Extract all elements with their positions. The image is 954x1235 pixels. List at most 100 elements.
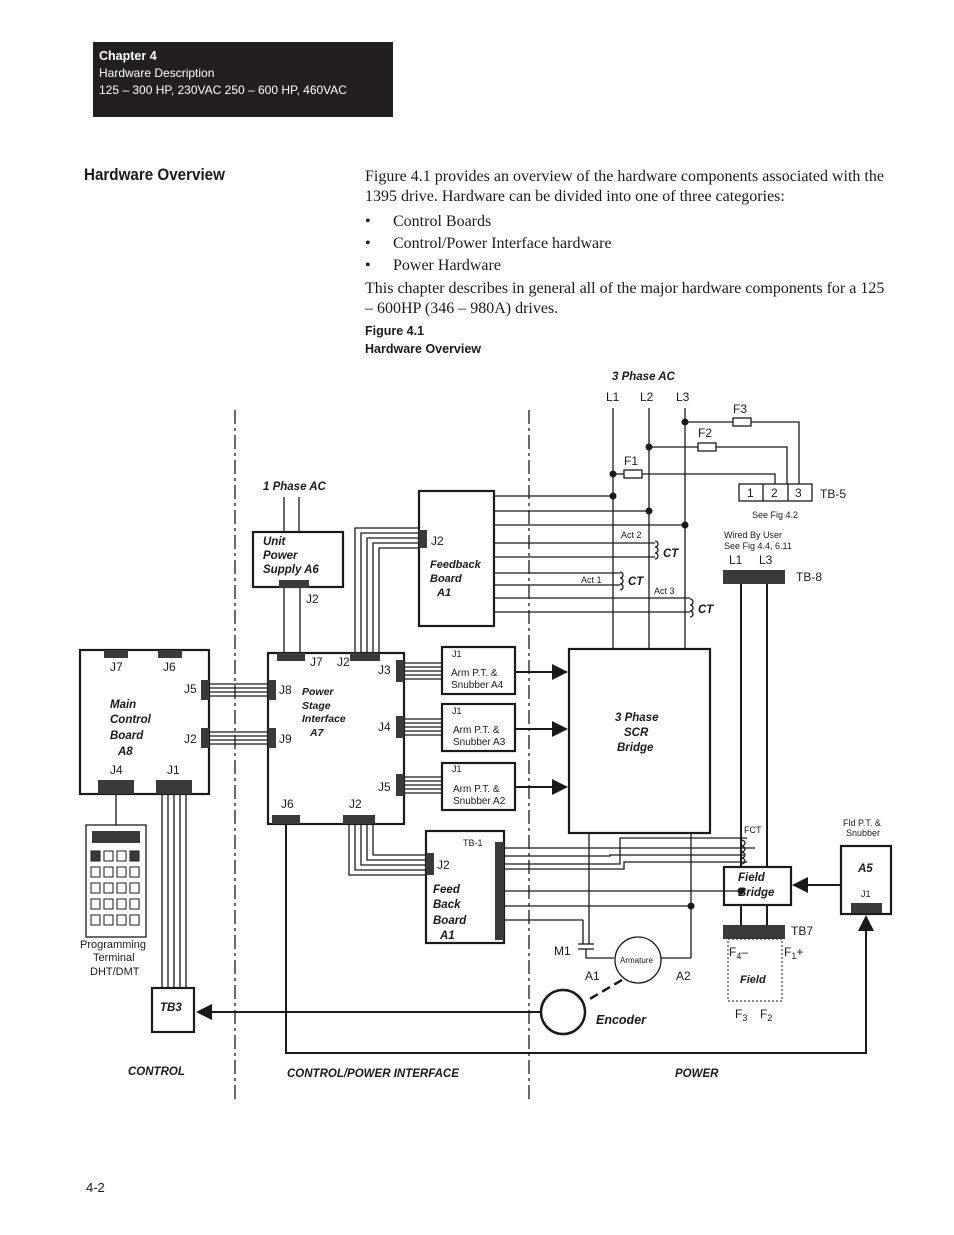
tb5-label: TB-5 [820, 487, 846, 501]
terminal-display [92, 831, 140, 843]
psi-j4-connector [396, 716, 404, 738]
current-transformer-coil [619, 571, 624, 591]
mcb-j5: J5 [184, 682, 197, 696]
ribbon-cable [209, 683, 268, 697]
page-number: 4-2 [86, 1180, 105, 1195]
ups-j2-connector [279, 580, 309, 588]
wire [716, 446, 788, 484]
see-fig-44-note: See Fig 4.4, 6.11 [724, 541, 792, 551]
f1-field-label: F1+ [784, 945, 803, 961]
a2-label: A2 [676, 969, 691, 983]
scr-line1: 3 Phase [615, 712, 659, 724]
armature-label: Armature [620, 956, 653, 965]
mcb-j7-connector [104, 650, 128, 658]
fct-label: FCT [744, 825, 762, 835]
fb-bot-line2: Back [433, 899, 461, 911]
zone-control-label: CONTROL [128, 1066, 185, 1078]
fuse-f2 [697, 442, 717, 452]
tb8-l3-label: L3 [759, 553, 773, 567]
ups-line2: Power [263, 550, 298, 562]
wired-by-user-note: Wired By User [724, 530, 782, 540]
list-item: •Control/Power Interface hardware [365, 234, 612, 256]
mcb-line3: Board [110, 730, 144, 742]
mcb-line1: Main [110, 699, 136, 711]
mcb-j6-connector [158, 650, 182, 658]
section-title: Hardware Overview [84, 166, 225, 184]
l1-label: L1 [606, 390, 620, 404]
field-bridge [722, 865, 793, 907]
tb8-label: TB-8 [796, 570, 822, 584]
zone-interface-label: CONTROL/POWER INTERFACE [287, 1068, 459, 1080]
prog-line2: Terminal [93, 952, 135, 964]
mcb-j1: J1 [167, 763, 180, 777]
power-stage-interface-a7 [266, 651, 406, 826]
psi-line2: Stage [302, 700, 331, 712]
ct-label: CT [698, 604, 714, 616]
terminal-block-tb5 [738, 483, 813, 502]
zone-power-label: POWER [675, 1068, 719, 1080]
list-item: •Power Hardware [365, 256, 612, 278]
fuse-f1 [623, 469, 643, 479]
act3-label: Act 3 [654, 586, 675, 596]
a3-line2: Snubber A3 [453, 737, 506, 748]
feedback-bottom-j2-connector [426, 853, 434, 875]
armature-motor [614, 936, 662, 984]
mcb-j2-connector [201, 728, 209, 748]
bullet-symbol: • [365, 213, 371, 230]
psi-j5: J5 [378, 780, 391, 794]
list-item-text: Control/Power Interface hardware [393, 235, 612, 252]
feedback-top-j2-connector [419, 530, 427, 548]
a2-j1: J1 [452, 764, 462, 774]
a5-j1-connector [851, 903, 882, 913]
fb-top-line1: Feedback [430, 559, 482, 571]
three-phase-ac-label: 3 Phase AC [612, 371, 676, 383]
mechanical-coupling [587, 978, 623, 1002]
chapter-label: Chapter 4 [99, 49, 157, 63]
mcb-line4: A8 [117, 746, 133, 758]
act2-label: Act 2 [621, 530, 642, 540]
psi-j2b-connector [343, 815, 375, 824]
l2-label: L2 [640, 390, 654, 404]
mcb-j7: J7 [110, 660, 123, 674]
fld-pt-snubber-a5 [839, 844, 893, 916]
mcb-j1-connector [156, 780, 192, 794]
psi-j2-connector [350, 653, 380, 661]
junction-dot [681, 521, 689, 529]
scr-line3: Bridge [617, 742, 654, 754]
closing-paragraph: This chapter describes in general all of… [365, 280, 885, 317]
a3-line1: Arm P.T. & [453, 725, 500, 736]
psi-j6-connector [272, 815, 300, 824]
mcb-j4: J4 [110, 763, 123, 777]
ct-label: CT [663, 548, 679, 560]
mcb-line2: Control [110, 714, 152, 726]
terminal-keypad[interactable] [90, 850, 140, 926]
f3-field-label: F3 [735, 1007, 747, 1023]
a2-line1: Arm P.T. & [453, 784, 500, 795]
wire [751, 421, 800, 484]
fb-top-line2: Board [430, 573, 462, 585]
tb5-terminal-3: 3 [795, 486, 802, 500]
psi-j2: J2 [337, 655, 350, 669]
psi-j3: J3 [378, 663, 391, 677]
fld-pt-line1: Fld P.T. & [843, 818, 881, 828]
wire [585, 949, 614, 959]
ribbon-cable [348, 824, 426, 876]
encoder-label: Encoder [596, 1013, 647, 1027]
encoder [539, 988, 587, 1036]
a1-label: A1 [585, 969, 600, 983]
arm-pt-snubber-a2 [440, 761, 517, 812]
terminal-block-tb3 [150, 986, 196, 1034]
ribbon-cable [354, 527, 419, 654]
arm-pt-snubber-a3 [440, 702, 517, 753]
wire [504, 854, 744, 857]
a4-line2: Snubber A4 [451, 680, 504, 691]
list-item: • Control Boards [365, 212, 612, 234]
psi-line1: Power [302, 686, 334, 698]
list-item-text: Control Boards [393, 213, 492, 230]
ups-j2-label: J2 [306, 592, 319, 606]
mcb-j4-connector [98, 780, 134, 794]
wire [504, 861, 747, 870]
prog-line1: Programming [80, 939, 146, 951]
chapter-header: Chapter 4 Hardware Description 125 – 300… [93, 42, 393, 117]
psi-j6: J6 [281, 797, 294, 811]
